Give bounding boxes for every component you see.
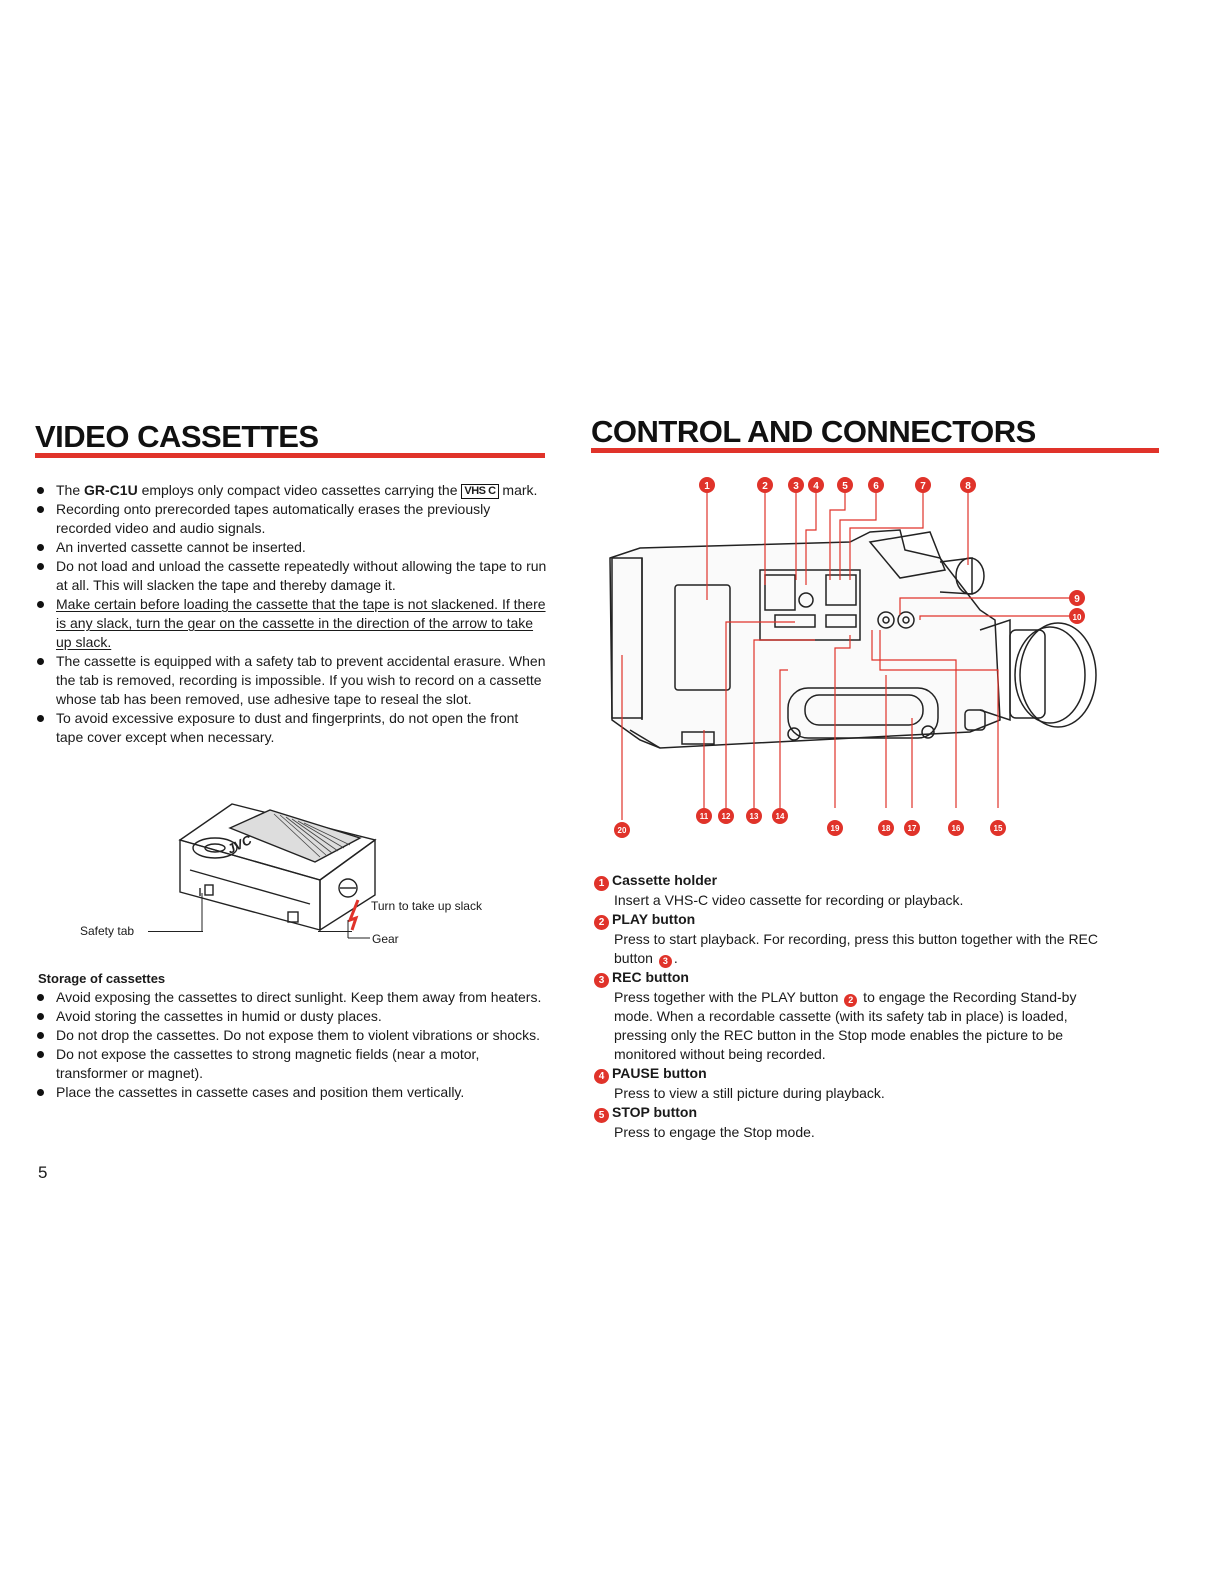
callout-10: 10	[1073, 613, 1082, 622]
list-item: Do not expose the cassettes to strong ma…	[35, 1045, 549, 1083]
callout-13: 13	[750, 812, 759, 821]
page-number: 5	[38, 1163, 48, 1182]
section-heading-video-cassettes: VIDEO CASSETTES	[35, 419, 319, 454]
item-title: STOP button	[612, 1104, 698, 1120]
callout-1: 1	[704, 481, 710, 492]
callout-12: 12	[722, 812, 731, 821]
desc-text: Press to start playback. For recording, …	[614, 931, 1098, 966]
list-item: Avoid storing the cassettes in humid or …	[35, 1007, 549, 1026]
gear-label: Gear	[372, 932, 399, 946]
callout-16: 16	[952, 824, 961, 833]
number-badge: 5	[594, 1108, 609, 1123]
list-item: Do not drop the cassettes. Do not expose…	[35, 1026, 549, 1045]
callout-5: 5	[842, 481, 848, 492]
number-badge: 3	[658, 955, 672, 968]
number-badge: 2	[844, 994, 858, 1007]
desc-text: Press together with the PLAY button	[614, 989, 843, 1005]
callout-14: 14	[776, 812, 785, 821]
callout-15: 15	[994, 824, 1003, 833]
item-description: Press to engage the Stop mode.	[614, 1124, 815, 1140]
callout-4: 4	[813, 481, 819, 492]
list-item: Recording onto prerecorded tapes automat…	[35, 500, 549, 538]
list-item: The cassette is equipped with a safety t…	[35, 652, 549, 709]
item-title: REC button	[612, 969, 689, 985]
callout-7: 7	[920, 481, 926, 492]
callout-8: 8	[965, 481, 971, 492]
number-badge: 2	[594, 915, 609, 930]
desc-text: .	[673, 950, 678, 966]
item-title: PAUSE button	[612, 1065, 707, 1081]
leader-line	[318, 931, 352, 932]
item-description: Insert a VHS-C video cassette for record…	[614, 892, 964, 908]
callout-6: 6	[873, 481, 879, 492]
heading-rule	[35, 453, 545, 458]
callout-11: 11	[700, 812, 709, 821]
storage-list: Avoid exposing the cassettes to direct s…	[35, 988, 549, 1102]
bullet-text: mark.	[498, 482, 538, 498]
item-description: Press to view a still picture during pla…	[614, 1085, 885, 1101]
section-heading-controls: CONTROL AND CONNECTORS	[591, 414, 1036, 449]
heading-rule	[591, 448, 1159, 453]
number-badge: 3	[594, 973, 609, 988]
item-title: Cassette holder	[612, 872, 718, 888]
cassette-notes-list: The GR-C1U employs only compact video ca…	[35, 481, 549, 747]
callout-19: 19	[831, 824, 840, 833]
list-item-underlined: Make certain before loading the cassette…	[35, 595, 549, 652]
model-name: GR-C1U	[84, 482, 138, 498]
item-description: Press to start playback. For recording, …	[594, 930, 1106, 968]
storage-heading: Storage of cassettes	[38, 971, 166, 986]
callout-9: 9	[1074, 594, 1080, 605]
number-badge: 1	[594, 876, 609, 891]
bullet-text: employs only compact video cassettes car…	[137, 482, 462, 498]
desc-text: to engage the Recording Stand-by mode. W…	[614, 989, 1077, 1062]
list-item: Avoid exposing the cassettes to direct s…	[35, 988, 549, 1007]
callout-20: 20	[618, 826, 627, 835]
leader-line	[148, 931, 203, 932]
list-item: To avoid excessive exposure to dust and …	[35, 709, 549, 747]
item-title: PLAY button	[612, 911, 696, 927]
vhs-c-logo: VHS C	[461, 484, 499, 499]
number-badge: 4	[594, 1069, 609, 1084]
callout-3: 3	[793, 481, 799, 492]
callout-2: 2	[762, 481, 768, 492]
safety-tab-label: Safety tab	[80, 924, 135, 938]
cassette-illustration: JVC	[178, 803, 377, 939]
turn-label: Turn to take up slack	[371, 899, 482, 913]
list-item: The GR-C1U employs only compact video ca…	[35, 481, 549, 500]
camcorder-diagram: 1 2 3 4 5 6 7 8 9 10 11 12 13 14 15 16 1…	[609, 477, 1097, 838]
list-item: Do not load and unload the cassette repe…	[35, 557, 549, 595]
rotation-arrow-icon	[347, 899, 360, 931]
callout-17: 17	[908, 824, 917, 833]
list-item: Place the cassettes in cassette cases an…	[35, 1083, 549, 1102]
list-item: An inverted cassette cannot be inserted.	[35, 538, 549, 557]
bullet-text: The	[56, 482, 85, 498]
callout-18: 18	[882, 824, 891, 833]
item-description: Press together with the PLAY button 2 to…	[594, 988, 1106, 1064]
